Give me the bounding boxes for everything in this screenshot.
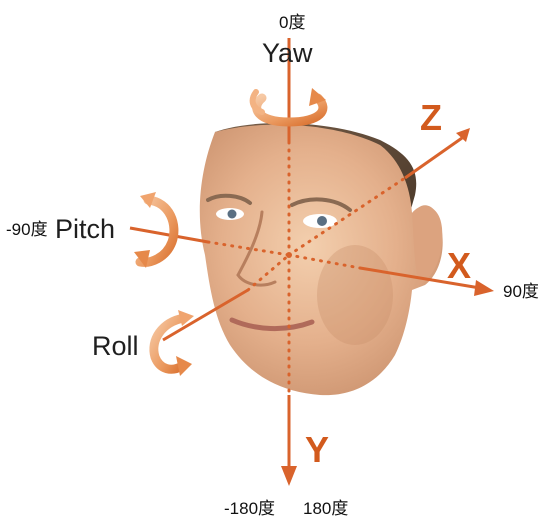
pitch-axis-line [129, 226, 209, 244]
angle-bottom-left-label: -180度 [224, 499, 276, 518]
axes [129, 38, 494, 486]
y-axis-label: Y [305, 429, 330, 470]
left-eyebrow [206, 193, 252, 205]
angle-top-label: 0度 [279, 13, 306, 32]
pitch-rotation-icon [134, 192, 179, 268]
x-axis-line [359, 266, 481, 290]
z-axis-label: Z [420, 97, 442, 138]
pitch-label: Pitch [55, 214, 116, 244]
right-eyebrow [290, 197, 352, 212]
z-axis-arrowhead [456, 128, 470, 142]
mouth [229, 317, 315, 331]
roll-axis-dotted [246, 253, 291, 292]
axes-origin [286, 252, 292, 258]
pitch-axis-dotted [206, 240, 291, 257]
roll-label: Roll [92, 331, 139, 361]
yaw-rotation-icon [249, 88, 328, 127]
angle-bottom-right-label: 180度 [303, 499, 349, 518]
x-axis-label: X [447, 245, 472, 286]
left-iris [227, 209, 237, 219]
cheek-shade [317, 245, 393, 345]
yaw-label: Yaw [262, 38, 313, 68]
angle-left-label: -90度 [6, 220, 48, 239]
nose [236, 210, 277, 287]
x-axis-arrowhead [474, 280, 494, 296]
roll-axis-line [162, 288, 249, 342]
ear-shape [412, 205, 443, 285]
z-axis-line [404, 136, 463, 180]
right-iris [317, 216, 327, 226]
roll-rotation-icon [149, 310, 194, 376]
rotation-arrows [134, 88, 328, 376]
z-axis-dotted [287, 176, 407, 257]
y-axis-arrowhead [281, 466, 297, 486]
angle-right-label: 90度 [503, 282, 539, 301]
face-illustration [199, 122, 443, 396]
